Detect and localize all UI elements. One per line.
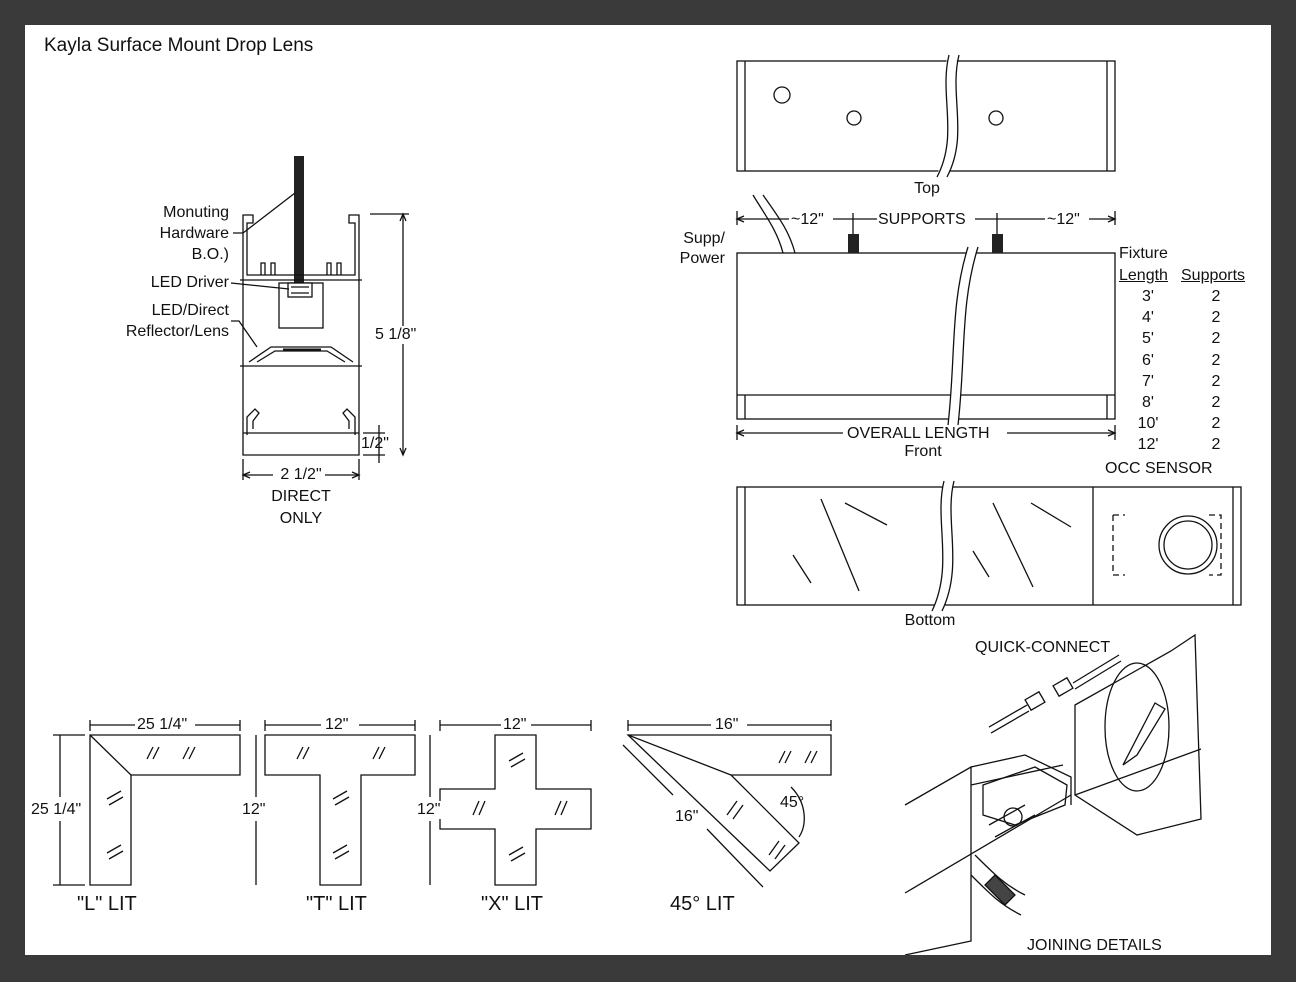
dim-overall-length: OVERALL LENGTH [847, 425, 990, 442]
table-cell-length: 12' [1137, 436, 1159, 454]
caption-x-lit: "X" LIT [481, 893, 543, 915]
leader-mounting [233, 192, 296, 234]
table-cell-length: 7' [1142, 372, 1154, 390]
table-cell-supports: 2 [1211, 330, 1221, 348]
table-cell-length: 10' [1137, 415, 1159, 433]
label-occ-sensor: OCC SENSOR [1105, 460, 1213, 477]
top-view [736, 53, 1116, 180]
label-reflector-2: Reflector/Lens [125, 323, 229, 340]
support-left [848, 234, 859, 253]
dim-l-side: 25 1/4" [29, 801, 84, 819]
l-lit-drawing [53, 720, 241, 886]
bottom-view [736, 479, 1242, 614]
45-lit-drawing [622, 720, 832, 888]
occupancy-sensor [1112, 514, 1222, 576]
table-header-supports: Supports [1181, 267, 1246, 284]
t-lit-drawing [255, 720, 416, 886]
caption-l-lit: "L" LIT [77, 893, 137, 915]
dim-t-top: 12" [323, 716, 351, 734]
spec-sheet: Kayla Surface Mount Drop Lens Monuting H… [25, 25, 1271, 955]
dim-45-top: 16" [713, 716, 741, 734]
caption-joining-details: JOINING DETAILS [1027, 937, 1162, 954]
table-cell-supports: 2 [1211, 436, 1221, 454]
table-cell-supports: 2 [1211, 372, 1221, 390]
view-front-label: Front [904, 443, 942, 460]
joining-detail-drawing [904, 633, 1202, 955]
dim-l-top: 25 1/4" [135, 716, 190, 734]
caption-direct: DIRECT [271, 488, 331, 505]
dim-x-top: 12" [501, 716, 529, 734]
dim-45-side: 16" [673, 808, 701, 826]
quick-connect-plug [988, 654, 1122, 734]
view-top-label: Top [914, 180, 940, 197]
caption-t-lit: "T" LIT [306, 893, 367, 915]
section-drawing [230, 156, 409, 480]
label-mounting-3: B.O.) [191, 246, 229, 263]
table-cell-length: 3' [1142, 288, 1154, 305]
page-title: Kayla Surface Mount Drop Lens [44, 35, 314, 56]
table-cell-supports: 2 [1211, 415, 1221, 433]
label-power: Power [679, 250, 725, 267]
dim-lip: 1/2" [361, 435, 389, 452]
dim-left-support: ~12" [791, 211, 824, 228]
x-lit-drawing [429, 720, 592, 886]
table-cell-length: 4' [1142, 309, 1154, 327]
table-cell-supports: 2 [1211, 351, 1221, 369]
table-cell-supports: 2 [1211, 288, 1221, 305]
power-cable [752, 194, 796, 254]
dim-supports: SUPPORTS [878, 211, 966, 228]
caption-only: ONLY [279, 510, 323, 527]
front-view [735, 194, 1117, 440]
dim-x-side: 12" [415, 801, 443, 819]
dim-t-side: 12" [240, 801, 268, 819]
table-header-fixture: Fixture [1119, 245, 1168, 262]
dim-height: 5 1/8" [373, 326, 419, 344]
view-bottom-label: Bottom [904, 612, 956, 629]
dim-width: 2 1/2" [280, 466, 322, 483]
label-quick-connect: QUICK-CONNECT [975, 639, 1111, 656]
table-cell-length: 8' [1142, 394, 1154, 411]
dim-45-angle: 45° [780, 794, 805, 811]
table-cell-length: 6' [1142, 351, 1154, 369]
label-reflector-1: LED/Direct [151, 302, 229, 319]
label-supp: Supp/ [683, 230, 725, 247]
table-cell-supports: 2 [1211, 309, 1221, 327]
dim-right-support: ~12" [1047, 211, 1080, 228]
threaded-rod [294, 156, 304, 296]
label-led-driver: LED Driver [150, 274, 229, 291]
support-right [992, 234, 1003, 253]
label-mounting-1: Monuting [163, 204, 229, 221]
table-header-length: Length [1119, 267, 1168, 284]
caption-45-lit: 45° LIT [670, 893, 735, 915]
housing-outline [242, 214, 360, 456]
technical-drawing [53, 53, 1242, 955]
label-mounting-2: Hardware [159, 225, 229, 242]
table-cell-length: 5' [1142, 330, 1154, 348]
table-cell-supports: 2 [1211, 394, 1221, 411]
